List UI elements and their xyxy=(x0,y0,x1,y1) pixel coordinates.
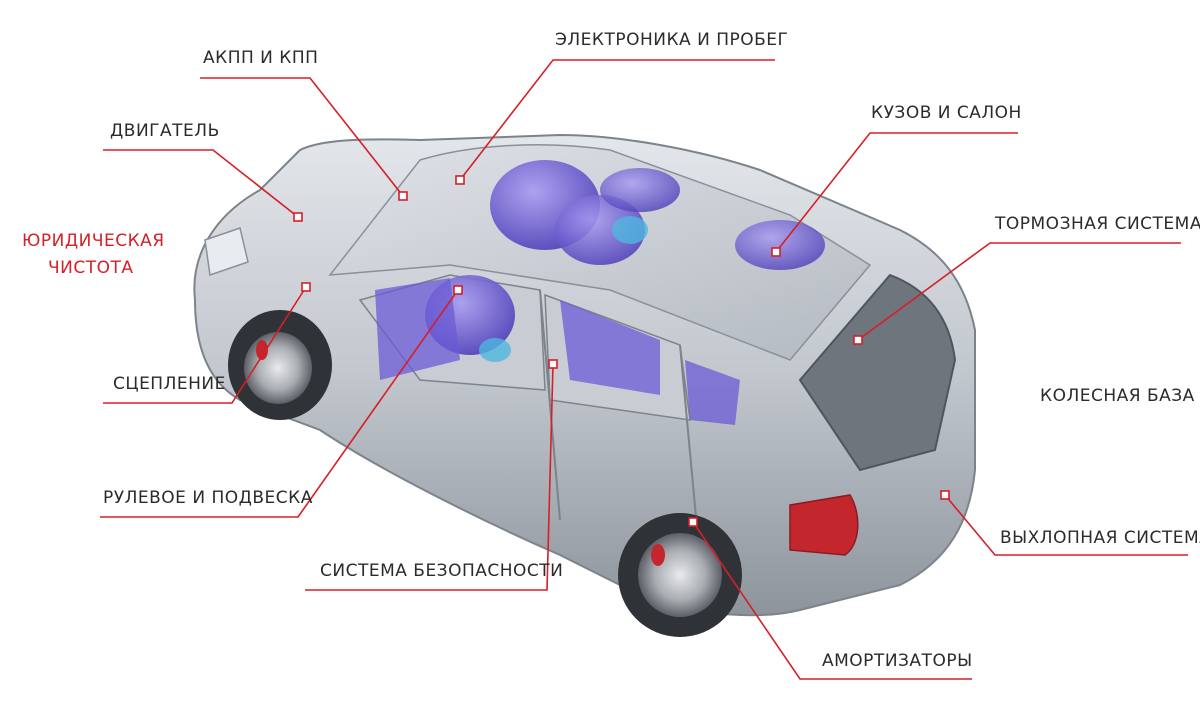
leader-electronics xyxy=(459,59,775,181)
markers xyxy=(293,175,950,527)
leader-brakes xyxy=(857,242,1181,341)
marker-electronics xyxy=(455,175,465,185)
marker-shocks xyxy=(688,517,698,527)
marker-body xyxy=(771,247,781,257)
leader-engine xyxy=(103,149,299,218)
label-safety: СИСТЕМА БЕЗОПАСНОСТИ xyxy=(320,561,564,581)
leader-body xyxy=(775,132,1018,253)
leader-lines xyxy=(100,59,1188,680)
label-body-interior: КУЗОВ И САЛОН xyxy=(871,103,1022,123)
rear-wheel xyxy=(618,513,742,637)
label-akpp: АКПП И КПП xyxy=(203,48,319,68)
label-wheelbase: КОЛЕСНАЯ БАЗА xyxy=(1040,386,1195,406)
marker-steering xyxy=(453,285,463,295)
leader-safety xyxy=(305,363,554,591)
leader-clutch xyxy=(103,286,307,404)
label-legal-line1: ЮРИДИЧЕСКАЯ xyxy=(22,231,165,251)
label-shocks: АМОРТИЗАТОРЫ xyxy=(822,651,973,671)
front-wheel xyxy=(228,310,332,420)
label-steering: РУЛЕВОЕ И ПОДВЕСКА xyxy=(103,488,313,508)
label-engine: ДВИГАТЕЛЬ xyxy=(110,121,220,141)
marker-akpp xyxy=(398,191,408,201)
marker-clutch xyxy=(301,282,311,292)
marker-exhaust xyxy=(940,490,950,500)
leader-steering xyxy=(100,289,459,518)
leader-exhaust xyxy=(944,494,1188,556)
leader-shocks xyxy=(692,521,972,680)
marker-brakes xyxy=(853,335,863,345)
leader-akpp xyxy=(200,77,404,197)
marker-engine xyxy=(293,212,303,222)
label-legal-line2: ЧИСТОТА xyxy=(48,258,134,278)
label-exhaust: ВЫХЛОПНАЯ СИСТЕМА xyxy=(1000,528,1200,548)
airbags xyxy=(375,160,825,425)
label-clutch: СЦЕПЛЕНИЕ xyxy=(113,374,226,394)
label-electronics: ЭЛЕКТРОНИКА И ПРОБЕГ xyxy=(555,30,789,50)
label-brakes: ТОРМОЗНАЯ СИСТЕМА xyxy=(995,214,1200,234)
marker-safety xyxy=(548,359,558,369)
